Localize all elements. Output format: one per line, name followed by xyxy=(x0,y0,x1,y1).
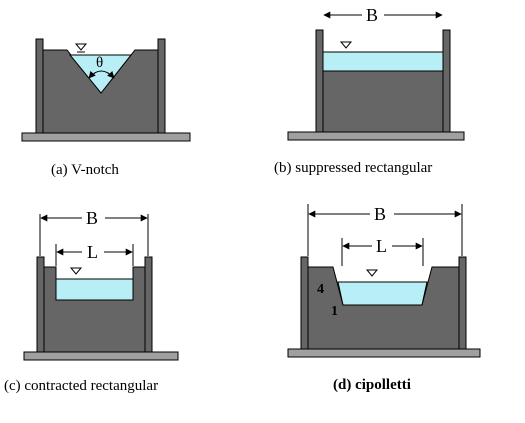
channel-width-label: B xyxy=(374,204,386,224)
crest-length-label: L xyxy=(87,242,98,262)
caption-v-notch: (a) V-notch xyxy=(51,162,119,178)
panel-suppressed-rectangular: B xyxy=(287,5,465,141)
right-channel-wall xyxy=(458,256,467,350)
slope-run-label: 1 xyxy=(331,304,338,319)
caption-cipolletti: (d) cipolletti xyxy=(333,377,411,393)
water-body xyxy=(322,51,444,72)
right-channel-wall xyxy=(157,38,166,134)
weir-plate xyxy=(307,266,460,350)
crest-length-label: L xyxy=(376,236,387,256)
right-channel-wall xyxy=(144,256,153,353)
weir-plate xyxy=(322,70,444,133)
weir-plate xyxy=(43,266,146,353)
water-surface-symbol xyxy=(69,267,83,275)
ground-slab xyxy=(21,132,191,142)
left-channel-wall xyxy=(35,38,44,134)
left-channel-wall xyxy=(36,256,45,353)
left-channel-wall xyxy=(315,29,324,133)
water-surface-symbol xyxy=(74,43,88,51)
ground-slab xyxy=(23,351,179,361)
panel-v-notch: θ xyxy=(21,38,191,142)
caption-suppressed-rectangular: (b) suppressed rectangular xyxy=(274,160,433,176)
water-surface-symbol xyxy=(365,269,379,277)
water-body xyxy=(337,281,428,306)
panel-cipolletti: B L 4 1 xyxy=(287,204,481,358)
notch-angle-arc xyxy=(88,70,115,79)
right-channel-wall xyxy=(442,29,451,133)
water-body xyxy=(55,278,134,301)
channel-width-label: B xyxy=(366,5,378,25)
ground-slab xyxy=(287,348,481,358)
notch-angle-label: θ xyxy=(96,55,103,71)
left-channel-wall xyxy=(300,256,309,350)
ground-slab xyxy=(287,131,465,141)
slope-rise-label: 4 xyxy=(317,282,324,297)
caption-contracted-rectangular: (c) contracted rectangular xyxy=(4,378,159,394)
water-surface-symbol xyxy=(339,41,353,49)
channel-width-label: B xyxy=(86,208,98,228)
panel-contracted-rectangular: B L xyxy=(23,208,179,361)
